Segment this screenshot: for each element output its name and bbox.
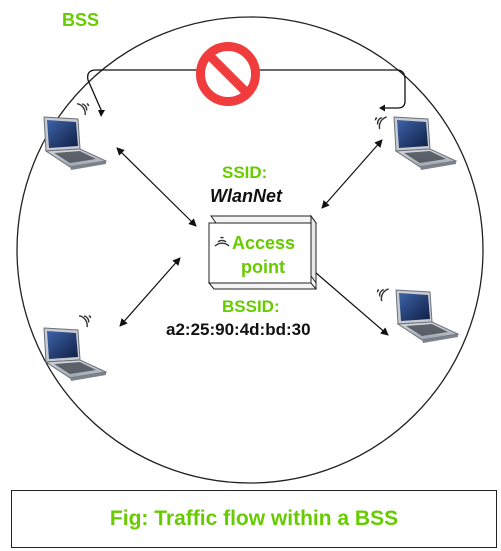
arrow-bottom-right-to-ap bbox=[307, 265, 389, 336]
no-entry-icon bbox=[196, 42, 260, 106]
access-point-label-line2: point bbox=[241, 257, 285, 277]
ssid-label: SSID: bbox=[222, 163, 268, 182]
arrowhead-right bbox=[379, 104, 385, 112]
arrow-bottom-left-to-ap bbox=[119, 257, 181, 327]
wifi-signal-icon bbox=[76, 98, 93, 116]
arrow-top-left-to-ap bbox=[116, 147, 197, 227]
wifi-signal-icon bbox=[78, 310, 95, 328]
bssid-label: BSSID: bbox=[222, 297, 280, 316]
arrow-top-right-to-ap bbox=[321, 139, 383, 209]
access-point-box bbox=[207, 214, 318, 290]
arrowhead-left bbox=[98, 110, 105, 117]
laptop-icon bbox=[43, 116, 107, 171]
bss-label: BSS bbox=[62, 10, 100, 30]
figure-caption: Fig: Traffic flow within a BSS bbox=[109, 507, 399, 530]
ssid-value: WlanNet bbox=[210, 186, 282, 206]
blocked-direct-path bbox=[87, 69, 406, 113]
access-point-label-line1: Access bbox=[232, 233, 296, 253]
bss-boundary bbox=[16, 16, 484, 484]
wifi-signal-icon bbox=[373, 283, 390, 302]
figure-caption-box: Fig: Traffic flow within a BSS bbox=[11, 490, 497, 548]
laptop-icon bbox=[43, 327, 107, 382]
wifi-signal-icon bbox=[371, 111, 388, 130]
bssid-value: a2:25:90:4d:bd:30 bbox=[166, 320, 311, 339]
laptop-icon bbox=[395, 289, 459, 344]
